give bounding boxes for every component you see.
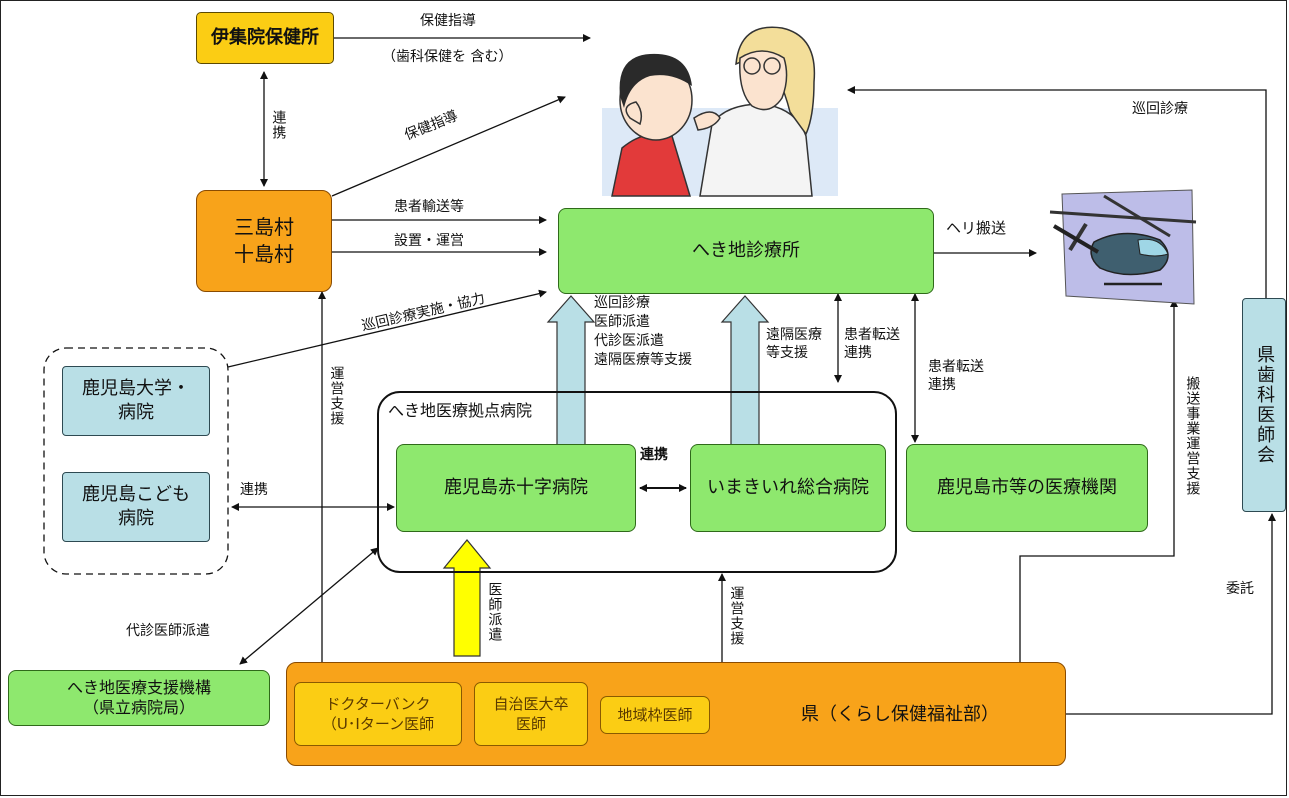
node-red-cross-hospital: 鹿児島赤十字病院 xyxy=(396,444,636,532)
label-cooperation-hub: 連携 xyxy=(640,447,668,463)
arrow-junkai-kyoryoku xyxy=(227,289,547,368)
node-regional-quota-doctors: 地域枠医師 xyxy=(600,696,710,734)
arrow-hanso-shien xyxy=(1019,299,1178,662)
arrow-dental-junkai xyxy=(847,86,1267,300)
node-imakiire-hospital: いまきいれ総合病院 xyxy=(690,444,886,532)
label-transfer-city: 患者転送 連携 xyxy=(928,359,984,394)
label-consignment: 委託 xyxy=(1226,581,1254,597)
dental-association-label: 県歯科医師会 xyxy=(1254,345,1276,465)
label-dental-health: （歯科保健を 含む） xyxy=(382,49,513,65)
label-heli-transport: ヘリ搬送 xyxy=(946,219,1007,237)
hub-hospital-frame xyxy=(377,391,897,573)
node-city-medical-institutions: 鹿児島市等の医療機関 xyxy=(906,444,1148,532)
hub-hospital-title: へき地医療拠点病院 xyxy=(388,401,533,420)
arrow-daishin xyxy=(239,547,379,665)
label-remote-support: 遠隔医療 等支援 xyxy=(766,327,822,362)
node-kagoshima-university-hospital: 鹿児島大学・ 病院 xyxy=(62,366,210,436)
node-remote-clinic: へき地診療所 xyxy=(558,208,934,294)
node-jichi-medical-graduates: 自治医大卒 医師 xyxy=(474,682,588,746)
label-transfer-hub: 患者転送 連携 xyxy=(844,327,900,362)
label-substitute-doctor: 代診医師派遣 xyxy=(126,623,210,639)
prefecture-label: 県（くらし保健福祉部） xyxy=(801,704,999,725)
label-cooperation-children: 連携 xyxy=(240,482,268,498)
doctor-examining-child-icon xyxy=(602,26,838,197)
label-patient-transport: 患者輸送等 xyxy=(394,199,464,215)
label-cooperation-ijuin: 連携 xyxy=(270,110,287,140)
label-rotation-dental: 巡回診療 xyxy=(1132,101,1188,117)
node-ijuin-health-center: 伊集院保健所 xyxy=(196,12,334,64)
block-arrow-support-right xyxy=(720,295,770,447)
node-mishima-toshima: 三島村 十島村 xyxy=(196,190,332,292)
label-health-guidance-top: 保健指導 xyxy=(420,13,476,29)
label-setup-operation: 設置・運営 xyxy=(394,233,464,249)
block-arrow-doctor-dispatch xyxy=(442,539,492,657)
label-operation-support-bottom: 運営支援 xyxy=(728,586,745,646)
label-transport-operation-support: 搬送事業運営支援 xyxy=(1184,376,1201,496)
node-kagoshima-children-hospital: 鹿児島こども 病院 xyxy=(62,472,210,542)
university-group-frame xyxy=(43,347,229,575)
helicopter-icon xyxy=(1049,189,1197,305)
node-dental-association: 県歯科医師会 xyxy=(1242,298,1286,512)
label-operation-support-left: 運営支援 xyxy=(328,366,345,426)
label-doctor-dispatch: 医師派遣 xyxy=(486,582,503,642)
node-doctor-bank: ドクターバンク （U･Iターン医師 xyxy=(294,682,462,746)
node-support-organization: へき地医療支援機構 （県立病院局） xyxy=(8,670,270,726)
block-arrow-support-left xyxy=(546,295,596,447)
arrow-itaku xyxy=(1066,513,1276,715)
label-support-list: 巡回診療 医師派遣 代診医派遣 遠隔医療等支援 xyxy=(594,295,692,368)
arrow-mishima-health xyxy=(331,96,566,197)
